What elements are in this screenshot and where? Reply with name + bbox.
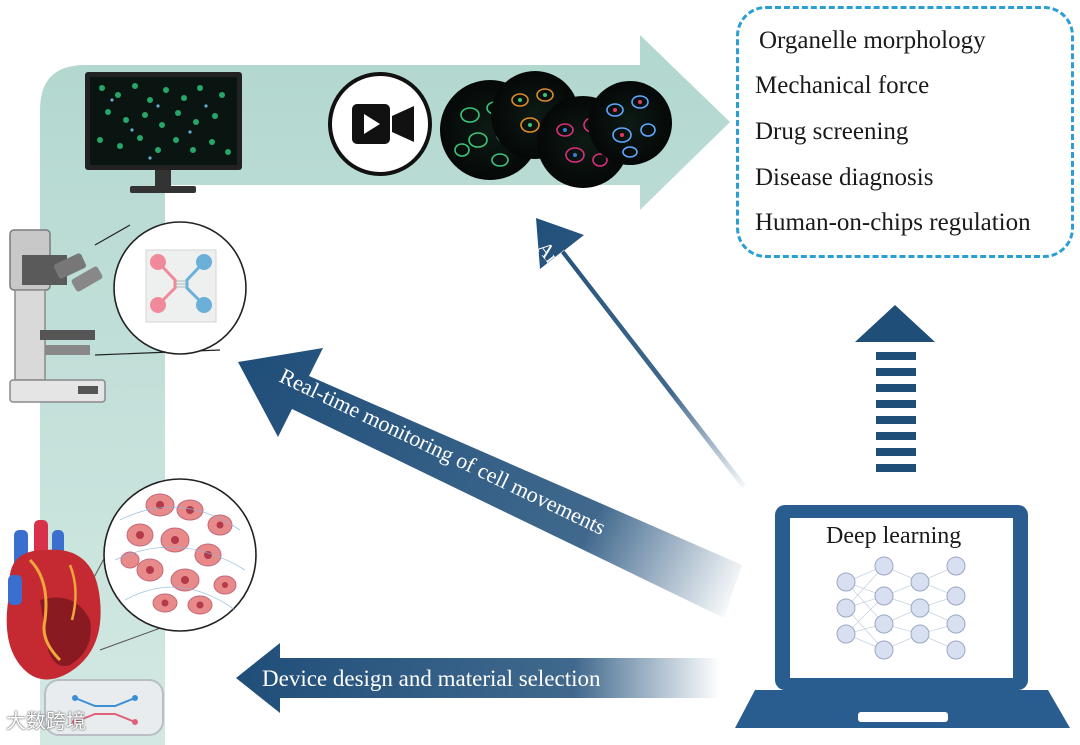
arrow-monitoring-label: Real-time monitoring of cell movements: [276, 363, 610, 540]
arrow-analysis: [536, 218, 746, 520]
arrow-device: [236, 643, 720, 713]
cell-image-blue: [588, 81, 672, 165]
arrow-up-dashed: [855, 305, 935, 472]
heart-icon: [6, 520, 101, 680]
arrow-device-label: Device design and material selection: [262, 666, 601, 691]
deep-learning-title: Deep learning: [826, 523, 962, 549]
monitor-icon: [85, 72, 242, 193]
arrow-analysis-label: Analysis of images or videos: [532, 236, 700, 443]
outcome-organelle-morphology: Organelle morphology: [759, 27, 986, 54]
microscope-icon: [9, 229, 106, 403]
neural-network-icon: [836, 556, 966, 660]
outcomes-box: [736, 6, 1074, 258]
chip-device-icon: [44, 679, 164, 736]
tissue-cells-icon: [59, 478, 257, 651]
watermark: 大数跨境: [6, 709, 86, 733]
organ-chip-icon: [94, 221, 247, 356]
laptop-icon: [735, 505, 1070, 728]
outcome-mechanical-force: Mechanical force: [755, 72, 930, 99]
outcome-disease-diagnosis: Disease diagnosis: [755, 164, 934, 191]
outcome-drug-screening: Drug screening: [755, 118, 909, 145]
arrow-monitoring: [238, 348, 742, 618]
video-camera-icon: [328, 72, 432, 176]
outcome-human-on-chips-regulation: Human-on-chips regulation: [755, 209, 1031, 236]
